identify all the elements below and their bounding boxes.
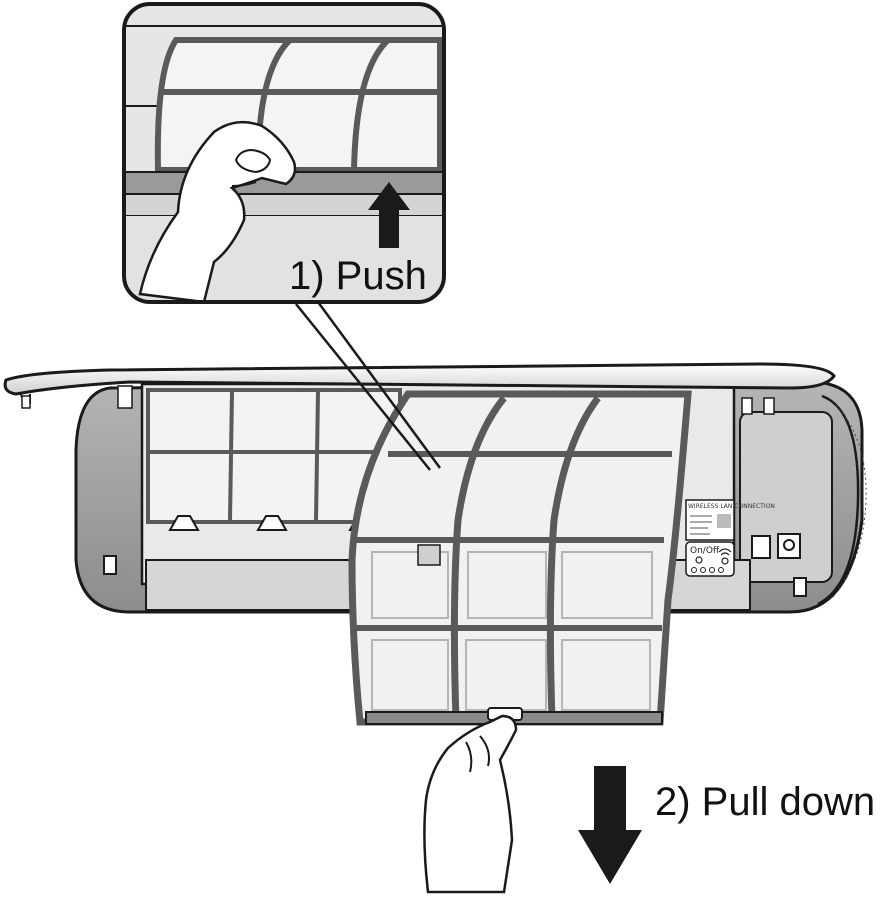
- inset-detail-view: [122, 2, 446, 304]
- unit-end-cap: [817, 394, 860, 606]
- inset-frame: [122, 2, 446, 304]
- connector-port-2: [777, 533, 801, 559]
- wlan-title: WIRELESS LAN CONNECTION: [688, 503, 775, 510]
- step-1-label: 1) Push: [289, 254, 427, 298]
- push-arrow-icon: [368, 182, 410, 248]
- callout-pointer: [295, 301, 442, 471]
- connector-port: [751, 535, 771, 559]
- onoff-label: On/Off: [690, 546, 720, 556]
- step-2-label: 2) Pull down: [655, 780, 876, 824]
- pulling-hand: [423, 714, 518, 894]
- control-panel: On/Off: [685, 541, 735, 577]
- front-panel-lid: [3, 362, 836, 396]
- wlan-label-sticker: WIRELESS LAN CONNECTION: [685, 499, 775, 541]
- power-button[interactable]: [695, 556, 703, 564]
- air-filter[interactable]: [348, 390, 692, 726]
- wifi-button[interactable]: [721, 557, 729, 565]
- pull-down-arrow-icon: [578, 766, 642, 884]
- wifi-icon: [718, 548, 732, 556]
- filter-frame: [348, 390, 692, 726]
